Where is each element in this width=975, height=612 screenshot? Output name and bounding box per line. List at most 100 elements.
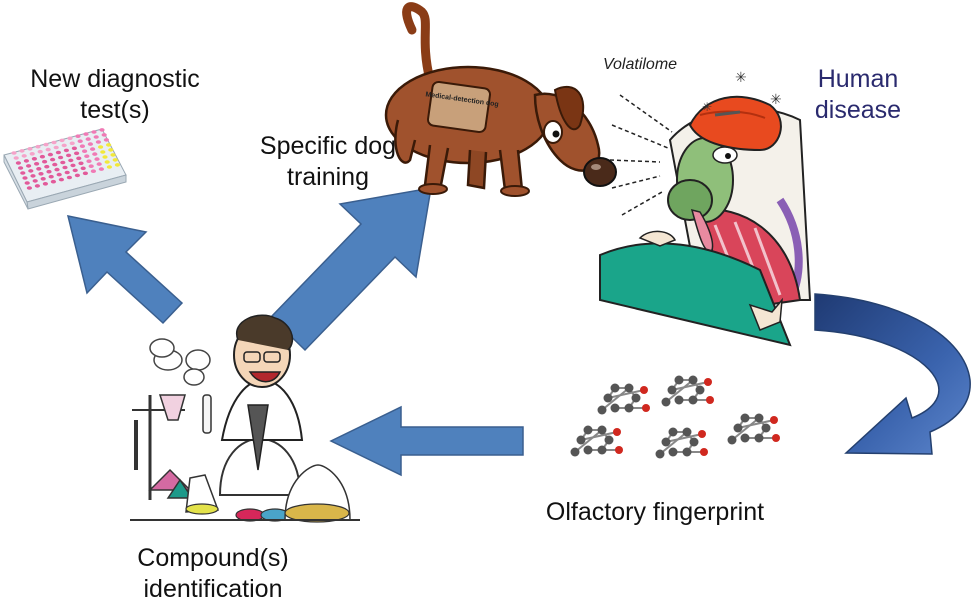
plate-well (21, 154, 27, 158)
plate-well (90, 169, 96, 173)
molecule-bond (580, 431, 618, 441)
plate-well (69, 141, 75, 146)
plate-well (88, 164, 94, 168)
plate-well (110, 153, 116, 157)
molecules-illustration (570, 375, 780, 459)
plate-well (108, 148, 114, 152)
scientist-illustration (130, 314, 360, 523)
plate-well (75, 134, 81, 138)
plate-well (52, 162, 58, 167)
plate-well (48, 174, 54, 179)
sick-person-illustration: ✳ ✳ ✳ (599, 70, 812, 347)
plate-well (58, 177, 64, 182)
plate-well (98, 167, 104, 171)
plate-well (11, 151, 17, 155)
plate-well (47, 152, 54, 157)
molecule-atom (674, 375, 684, 385)
molecule-atom (674, 395, 684, 405)
plate-well (112, 158, 118, 162)
molecule-atom (740, 413, 750, 423)
molecule-atom (597, 405, 607, 415)
molecule-bond (731, 417, 760, 441)
plate-well (18, 166, 24, 170)
molecule-bond (665, 379, 694, 403)
molecule-atom (704, 378, 712, 386)
molecule-atom (682, 447, 692, 457)
plate-well (24, 181, 30, 185)
label-new-diagnostic-test: New diagnostic test(s) (0, 64, 230, 126)
dog-training-text: Specific dog training (259, 132, 397, 191)
molecule-atom (688, 375, 698, 385)
plate-well (114, 163, 120, 167)
plate-well (96, 162, 102, 166)
plate-well (74, 151, 80, 156)
plate-well (82, 149, 88, 153)
label-compound-identification: Compound(s) identification (108, 543, 318, 605)
plate-well (51, 140, 57, 145)
plate-well (44, 164, 50, 169)
plate-well (91, 130, 97, 134)
molecule-atom (640, 386, 648, 394)
plate-well (86, 159, 92, 163)
plate-well (83, 132, 89, 136)
molecule-atom (597, 425, 607, 435)
label-volatilome: Volatilome (580, 55, 700, 75)
plate-well (76, 156, 82, 161)
plate-well (42, 159, 48, 164)
molecule-atom (770, 416, 778, 424)
well-plate-illustration (3, 128, 127, 210)
arrow-to-dog-training (269, 187, 432, 352)
molecule-bond (574, 429, 603, 453)
plate-well (78, 161, 84, 166)
label-human-disease: Human disease (798, 64, 918, 126)
arrow-to-compound-identification (329, 405, 524, 477)
molecule-bond (671, 381, 709, 391)
molecule-atom (597, 445, 607, 455)
molecule-atom (689, 437, 699, 447)
molecule-atom (624, 403, 634, 413)
plate-well (22, 176, 28, 180)
curved-arrow-disease-to-fingerprint (814, 293, 971, 455)
molecule-bond (607, 389, 645, 399)
molecule-atom (700, 448, 708, 456)
plate-well (55, 150, 62, 155)
plate-well (26, 164, 32, 168)
arrow-to-diagnostic-test (66, 215, 184, 325)
molecule-atom (754, 433, 764, 443)
plate-well (103, 138, 109, 142)
plate-well (26, 186, 32, 190)
plate-well (62, 165, 68, 170)
plate-well (98, 145, 104, 149)
plate-well (68, 158, 74, 163)
molecule-atom (603, 393, 613, 403)
plate-well (23, 159, 29, 163)
plate-well (61, 143, 67, 148)
molecule-atom (667, 385, 677, 395)
molecule-atom (631, 393, 641, 403)
plate-well (66, 175, 72, 180)
molecule-atom (661, 397, 671, 407)
plate-well (36, 167, 42, 171)
molecule-atom (761, 423, 771, 433)
molecule-atom (615, 446, 623, 454)
molecule-atom (706, 396, 714, 404)
molecule-bond (659, 431, 688, 455)
plate-well (92, 152, 98, 156)
plate-well (15, 161, 21, 165)
plate-well (74, 173, 80, 178)
dog-illustration: Medical-detection dog (384, 2, 617, 197)
plate-well (30, 174, 36, 178)
plate-well (19, 149, 25, 153)
molecule-bond (665, 433, 703, 443)
molecule-atom (682, 427, 692, 437)
plate-well (40, 177, 46, 181)
plate-well (101, 133, 107, 137)
svg-text:✳: ✳ (735, 70, 747, 86)
molecule-atom (570, 447, 580, 457)
plate-well (31, 157, 37, 161)
molecule-atom (583, 425, 593, 435)
molecule-atom (740, 433, 750, 443)
plate-well (99, 128, 105, 132)
plate-well (35, 144, 41, 149)
